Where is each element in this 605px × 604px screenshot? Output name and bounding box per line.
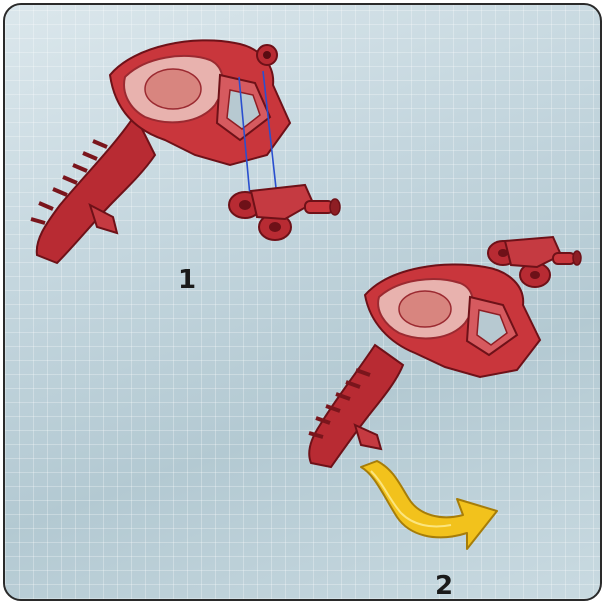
step-1-number: 1 [178,267,196,293]
step1-mask-piece [31,40,290,263]
step1-connector-piece [229,185,340,240]
instruction-illustration [5,5,602,601]
curved-rotate-arrow-icon [361,461,497,549]
step2-assembled-mask [309,237,581,467]
instruction-panel: 1 2 [3,3,602,601]
step-2-number: 2 [435,573,453,599]
